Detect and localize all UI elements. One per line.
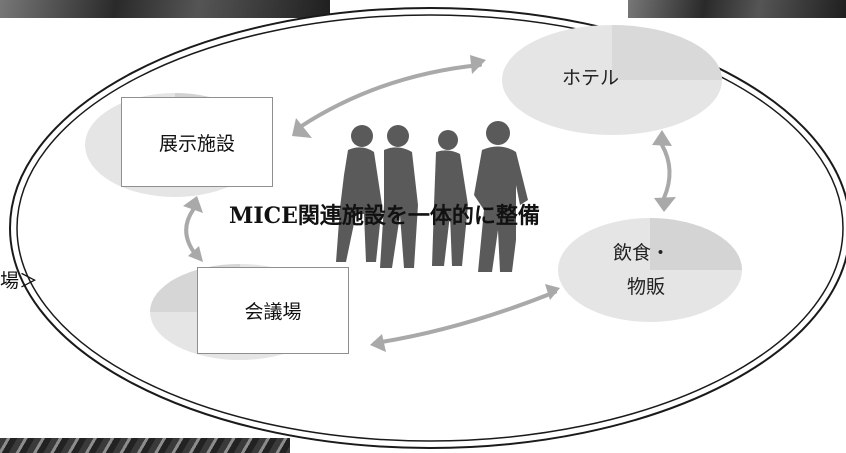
photo-top-right [628, 0, 846, 18]
dining-ellipse [558, 218, 742, 322]
dining-label-line1: 飲食・ [613, 242, 671, 264]
exhibition-facility-box: 展示施設 [121, 97, 273, 187]
dining-label-line2: 物販 [627, 276, 666, 298]
arrow-hotel-dining [660, 143, 672, 200]
people-silhouette [336, 121, 528, 272]
photo-bottom-left [0, 438, 290, 453]
arrow-exhibition-hotel [298, 63, 482, 129]
conference-hall-box: 会議場 [197, 267, 349, 354]
photo-top-left [0, 0, 330, 18]
hotel-ellipse [502, 25, 722, 135]
conference-label: 会議場 [244, 301, 302, 323]
hotel-label: ホテル [562, 67, 620, 89]
exhibition-label: 展示施設 [158, 132, 235, 155]
inner-oval [16, 14, 844, 442]
side-text: 場＞ [0, 270, 39, 292]
arrow-conference-dining [373, 290, 557, 345]
diagram-title: MICE関連施設を一体的に整備 [229, 203, 540, 229]
